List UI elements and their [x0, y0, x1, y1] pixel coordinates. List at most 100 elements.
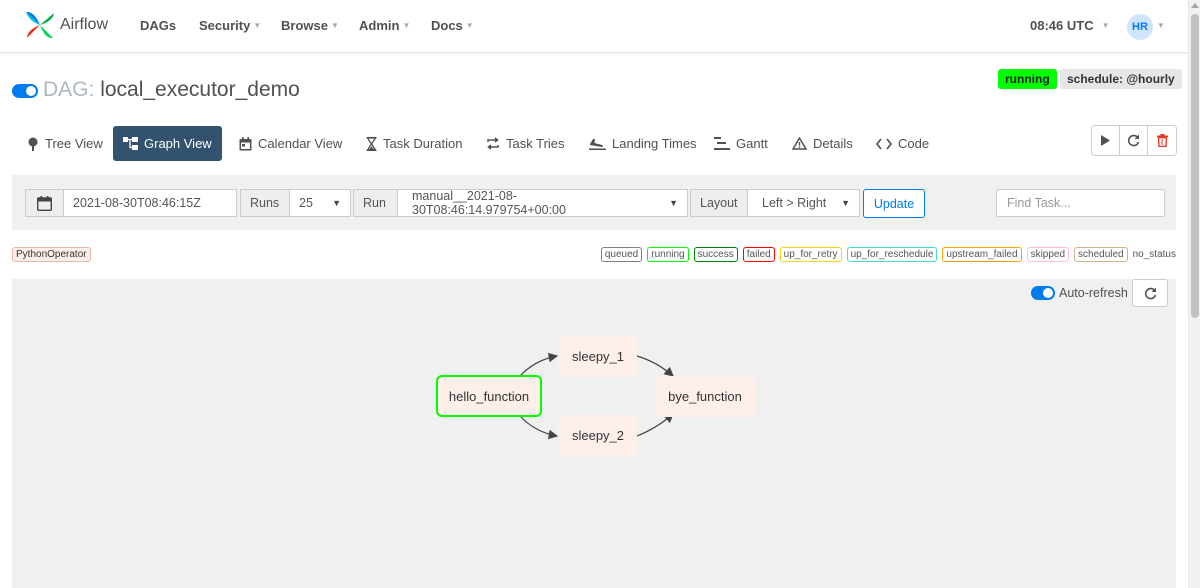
- state-up-for-retry: up_for_retry: [779, 247, 842, 262]
- tab-task-tries[interactable]: Task Tries: [476, 126, 575, 161]
- graph-icon: [123, 137, 138, 150]
- nav-browse-label: Browse: [281, 18, 328, 33]
- scroll-up-icon[interactable]: [1191, 3, 1199, 8]
- nav-admin-label: Admin: [359, 18, 400, 33]
- layout-select[interactable]: Left > Right ▼: [747, 189, 860, 217]
- runs-select[interactable]: 25▼: [289, 189, 351, 217]
- run-label: Run: [353, 189, 398, 217]
- nav-browse[interactable]: Browse▼: [281, 18, 339, 33]
- task-node-hello-function[interactable]: hello_function: [436, 375, 542, 417]
- tab-label: Calendar View: [258, 136, 343, 151]
- calendar-picker-button[interactable]: [25, 189, 64, 217]
- task-node-sleepy-2[interactable]: sleepy_2: [559, 415, 637, 456]
- task-node-label: hello_function: [448, 388, 530, 404]
- calendar-icon: [239, 136, 252, 151]
- dag-prefix: DAG:: [43, 78, 95, 101]
- task-node-sleepy-1[interactable]: sleepy_1: [559, 336, 637, 377]
- play-icon: [1101, 135, 1110, 146]
- tab-code[interactable]: Code: [866, 126, 939, 161]
- tab-calendar-view[interactable]: Calendar View: [229, 126, 352, 161]
- nav-dags[interactable]: DAGs: [140, 18, 176, 33]
- landing-icon: [589, 137, 606, 150]
- chevron-down-icon: ▼: [330, 21, 339, 30]
- chevron-down-icon: ▼: [841, 198, 850, 208]
- tab-tree-view[interactable]: Tree View: [17, 126, 113, 161]
- run-select[interactable]: manual__2021-08-30T08:46:14.979754+00:00…: [397, 189, 688, 217]
- tab-landing-times[interactable]: Landing Times: [579, 126, 707, 161]
- tab-label: Tree View: [45, 136, 103, 151]
- tab-label: Task Tries: [506, 136, 565, 151]
- task-node-label: sleepy_1: [571, 349, 625, 364]
- hourglass-icon: [366, 136, 377, 151]
- dag-pause-toggle[interactable]: [12, 84, 38, 98]
- nav-docs[interactable]: Docs▼: [431, 18, 474, 33]
- chevron-down-icon: ▼: [669, 198, 678, 208]
- layout-label-text: Layout: [700, 196, 738, 210]
- operator-legend-python: PythonOperator: [12, 247, 91, 262]
- nav-admin[interactable]: Admin▼: [359, 18, 410, 33]
- retry-icon: [486, 137, 500, 150]
- gantt-icon: [714, 137, 730, 150]
- page-title: DAG: local_executor_demo: [43, 78, 300, 102]
- tab-gantt[interactable]: Gantt: [704, 126, 778, 161]
- graph-controls: 2021-08-30T08:46:15Z Runs 25▼ Run manual…: [12, 175, 1176, 230]
- state-upstream-failed: upstream_failed: [942, 247, 1022, 262]
- runs-label: Runs: [240, 189, 290, 217]
- layout-value: Left > Right: [762, 196, 827, 210]
- find-task-input[interactable]: [996, 189, 1165, 217]
- auto-refresh-label: Auto-refresh: [1059, 286, 1128, 300]
- state-up-for-reschedule: up_for_reschedule: [846, 247, 938, 262]
- brand[interactable]: Airflow: [24, 9, 108, 41]
- tab-graph-view[interactable]: Graph View: [113, 126, 222, 161]
- graph-refresh-button[interactable]: [1132, 279, 1168, 307]
- layout-label: Layout: [690, 189, 748, 217]
- trigger-dag-button[interactable]: [1092, 126, 1120, 155]
- state-legend: queued running success failed up_for_ret…: [596, 247, 1176, 262]
- nav-security-label: Security: [199, 18, 251, 33]
- clock-dropdown[interactable]: 08:46 UTC▼: [1030, 18, 1110, 33]
- auto-refresh-control[interactable]: Auto-refresh: [1031, 286, 1128, 300]
- tab-label: Task Duration: [383, 136, 463, 151]
- state-skipped: skipped: [1026, 247, 1070, 262]
- base-date-value: 2021-08-30T08:46:15Z: [73, 196, 201, 210]
- tab-label: Landing Times: [612, 136, 697, 151]
- tab-details[interactable]: Details: [782, 126, 863, 161]
- tab-label: Code: [898, 136, 930, 151]
- chevron-down-icon[interactable]: ▼: [1157, 21, 1165, 30]
- dag-state-badge: running: [998, 69, 1057, 89]
- chevron-down-icon: ▼: [253, 21, 262, 30]
- chevron-down-icon: ▼: [402, 21, 411, 30]
- refresh-dag-button[interactable]: [1120, 126, 1148, 155]
- state-queued: queued: [600, 247, 643, 262]
- clock-label: 08:46 UTC: [1030, 18, 1094, 33]
- warning-icon: [792, 137, 807, 150]
- delete-dag-button[interactable]: [1148, 126, 1176, 155]
- task-node-bye-function[interactable]: bye_function: [655, 376, 755, 417]
- nav-docs-label: Docs: [431, 18, 463, 33]
- nav-security[interactable]: Security▼: [199, 18, 261, 33]
- tab-task-duration[interactable]: Task Duration: [356, 126, 472, 161]
- state-running: running: [647, 247, 689, 262]
- refresh-icon: [1127, 134, 1140, 147]
- dag-actions: [1091, 125, 1177, 156]
- state-success: success: [693, 247, 738, 262]
- update-button[interactable]: Update: [863, 189, 925, 218]
- auto-refresh-toggle[interactable]: [1031, 286, 1055, 300]
- base-date-input[interactable]: 2021-08-30T08:46:15Z: [63, 189, 237, 217]
- brand-name: Airflow: [60, 16, 109, 33]
- task-node-label: bye_function: [668, 389, 742, 404]
- tab-label: Graph View: [144, 136, 212, 151]
- dag-name: local_executor_demo: [100, 78, 300, 101]
- state-no-status: no_status: [1132, 249, 1176, 260]
- run-value: manual__2021-08-30T08:46:14.979754+00:00: [412, 189, 566, 217]
- scroll-thumb[interactable]: [1191, 14, 1199, 318]
- state-failed: failed: [742, 247, 775, 262]
- tab-label: Gantt: [736, 136, 768, 151]
- trash-icon: [1156, 134, 1168, 147]
- user-avatar[interactable]: HR: [1127, 14, 1153, 40]
- navbar: Airflow DAGs Security▼ Browse▼ Admin▼ Do…: [0, 0, 1188, 53]
- run-label-text: Run: [363, 196, 386, 210]
- chevron-down-icon: ▼: [332, 198, 341, 208]
- refresh-icon: [1144, 287, 1156, 299]
- page-scrollbar[interactable]: [1188, 0, 1200, 588]
